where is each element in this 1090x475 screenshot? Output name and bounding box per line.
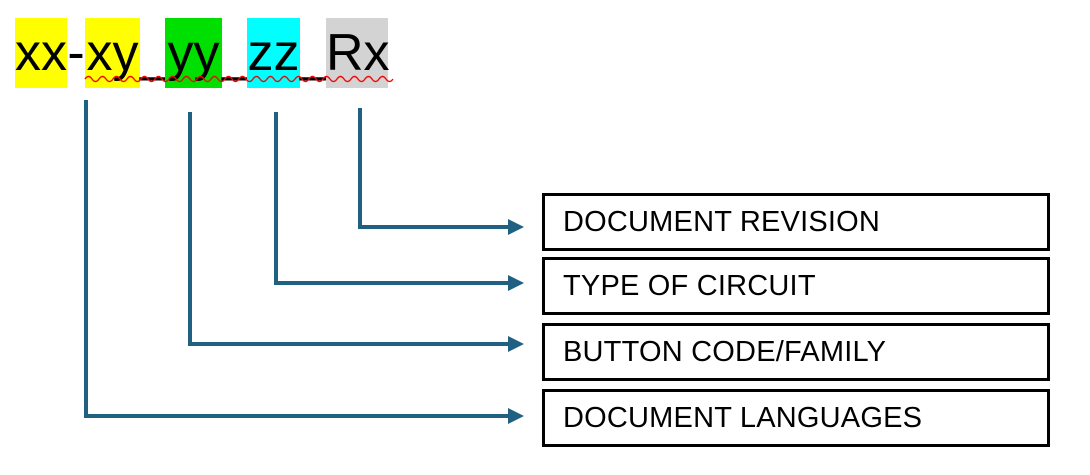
label-box-type-of-circuit: TYPE OF CIRCUIT	[542, 257, 1050, 315]
connector-xxxy-to-document-languages	[84, 100, 524, 424]
label-box-document-languages: DOCUMENT LANGUAGES	[542, 389, 1050, 447]
token-rx: Rx	[326, 18, 390, 88]
label-box-button-code-family: BUTTON CODE/FAMILY	[542, 323, 1050, 381]
label-box-document-revision: DOCUMENT REVISION	[542, 193, 1050, 251]
label-document-revision: DOCUMENT REVISION	[563, 205, 881, 238]
connector-yy-to-button-code-family	[188, 112, 524, 352]
token-separator-1: _	[140, 24, 169, 82]
token-separator-3: _	[300, 24, 329, 82]
token-separator-2: _	[222, 24, 251, 82]
token-yy: yy	[165, 18, 222, 88]
label-type-of-circuit: TYPE OF CIRCUIT	[563, 269, 816, 302]
connector-zz-to-type-of-circuit	[274, 112, 524, 291]
token-zz: zz	[247, 18, 300, 88]
label-button-code-family: BUTTON CODE/FAMILY	[563, 335, 887, 368]
connector-rx-to-document-revision	[358, 108, 524, 235]
token-xy: xy	[85, 18, 140, 88]
label-document-languages: DOCUMENT LANGUAGES	[563, 401, 923, 434]
token-hyphen: -	[67, 24, 85, 82]
token-xx: xx	[15, 18, 67, 88]
